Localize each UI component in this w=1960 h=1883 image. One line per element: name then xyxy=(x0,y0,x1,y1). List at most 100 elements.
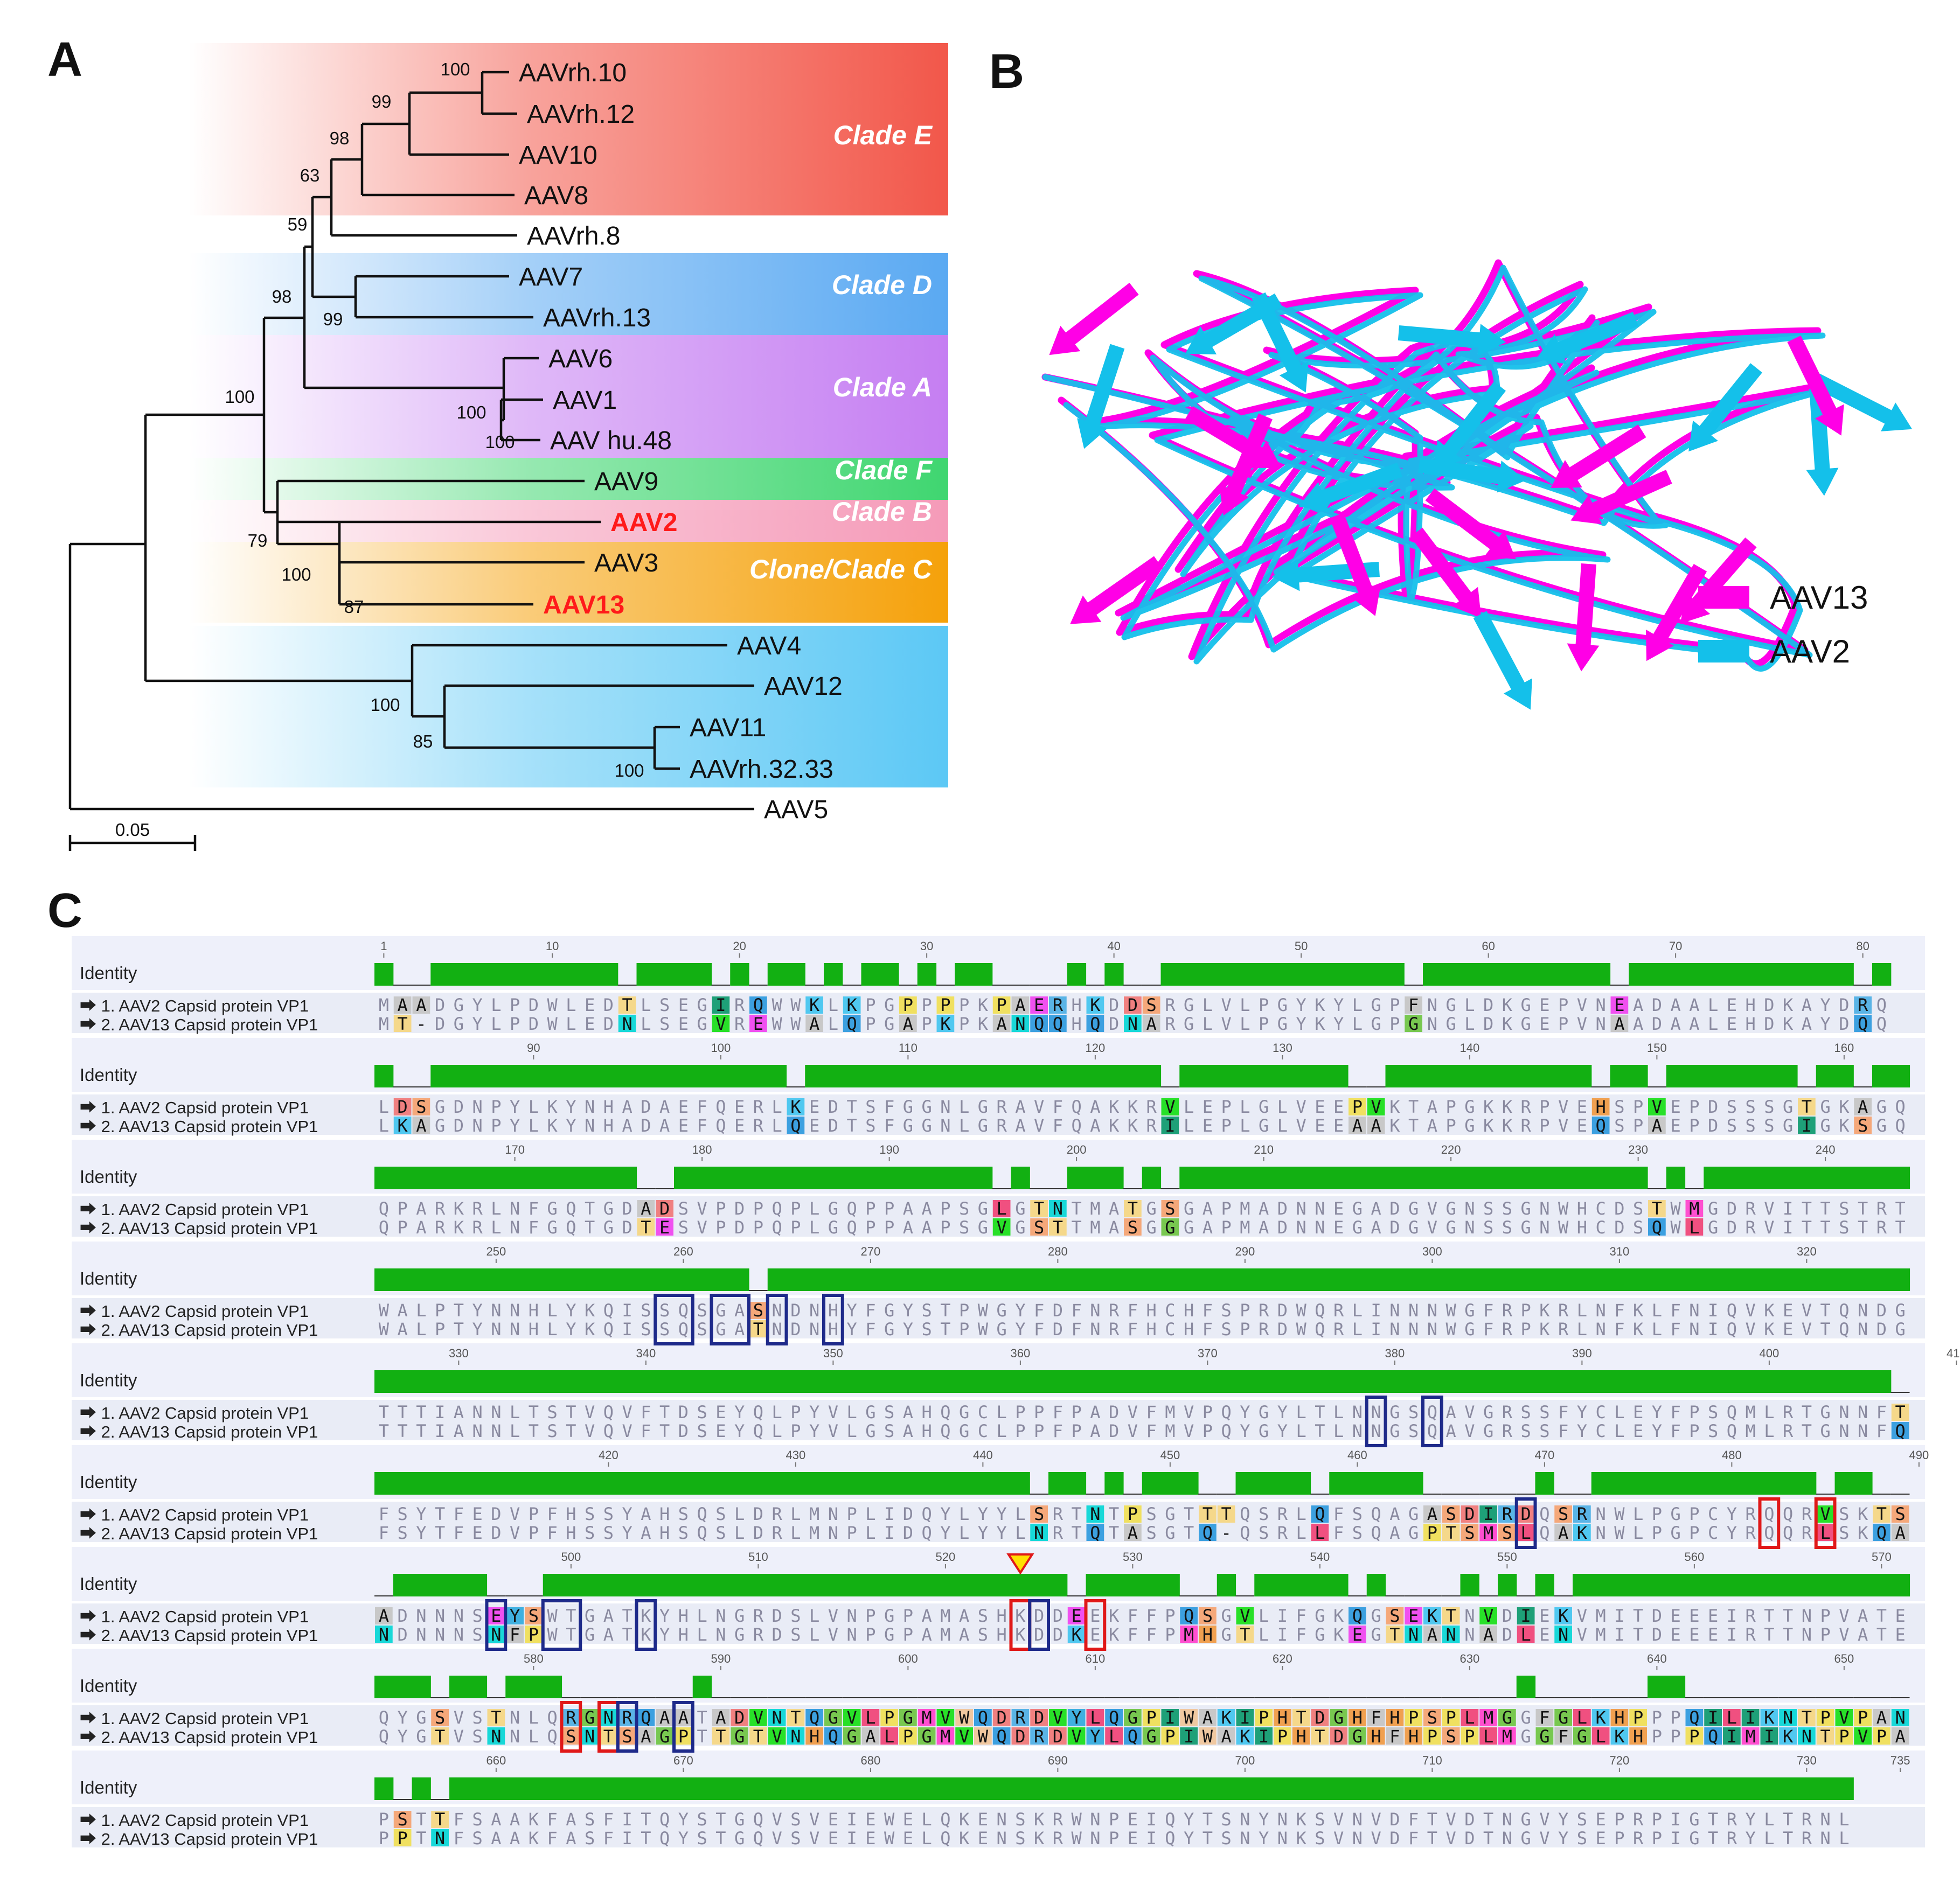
identity-bar xyxy=(1573,1065,1592,1087)
identity-bar xyxy=(524,1676,544,1698)
seq1-residue: R xyxy=(1146,1097,1157,1117)
residue-highlight xyxy=(1030,1505,1048,1523)
seq2-residue: M xyxy=(940,1726,950,1747)
position-tick: 240 xyxy=(1816,1143,1836,1156)
identity-bar xyxy=(842,1777,862,1800)
identity-bar xyxy=(1629,1472,1648,1495)
seq2-residue: M xyxy=(1745,1726,1755,1747)
position-tick: 1 xyxy=(380,939,387,953)
seq1-residue: Y xyxy=(1820,995,1830,1015)
identity-bar xyxy=(655,1472,675,1495)
seq1-residue: P xyxy=(1128,1504,1138,1524)
seq1-residue: G xyxy=(697,995,707,1015)
seq2-residue: E xyxy=(1203,1115,1213,1136)
identity-bar xyxy=(1591,1472,1611,1495)
seq2-residue: K xyxy=(1389,1115,1400,1136)
seq2-residue: L xyxy=(379,1115,389,1136)
seq2-residue: W xyxy=(1670,1217,1681,1238)
seq2-residue: R xyxy=(1165,1014,1176,1034)
seq2-residue: Y xyxy=(1015,1319,1025,1340)
seq2-residue: K xyxy=(1109,1624,1120,1645)
seq2-residue: N xyxy=(1352,1828,1363,1849)
seq1-residue: L xyxy=(529,1097,539,1117)
seq1-residue: N xyxy=(1427,995,1437,1015)
seq2-residue: M xyxy=(1745,1421,1755,1441)
taxon-label: AAV4 xyxy=(737,632,801,660)
seq1-residue: G xyxy=(996,1300,1006,1321)
seq1-residue: V xyxy=(1221,995,1231,1015)
seq2-residue: N xyxy=(585,1726,595,1747)
identity-bar xyxy=(1554,1065,1573,1087)
seq1-residue: G xyxy=(435,1097,445,1117)
identity-bar xyxy=(1591,1574,1611,1596)
residue-highlight xyxy=(1610,1727,1629,1745)
legend-swatch xyxy=(1698,586,1749,609)
seq1-residue: M xyxy=(1090,1198,1100,1219)
seq2-residue: Q xyxy=(1858,1014,1868,1034)
position-tick: 400 xyxy=(1760,1347,1780,1360)
seq2-residue: T xyxy=(566,1421,576,1441)
identity-bar xyxy=(1479,1065,1498,1087)
residue-highlight xyxy=(861,1727,880,1745)
seq1-residue: N xyxy=(1296,1198,1306,1219)
seq2-residue: W xyxy=(379,1319,390,1340)
seq1-residue: N xyxy=(996,1809,1006,1830)
seq2-residue: P xyxy=(1520,1319,1531,1340)
seq1-residue: F xyxy=(865,1300,875,1321)
seq2-residue: R xyxy=(1633,1828,1644,1849)
seq1-residue: T xyxy=(1876,1504,1887,1524)
seq2-residue: N xyxy=(1427,1014,1437,1034)
identity-bar xyxy=(674,1268,693,1291)
residue-highlight xyxy=(712,1709,730,1726)
seq2-residue: D xyxy=(1034,1624,1044,1645)
identity-bar xyxy=(1198,1065,1218,1087)
seq1-residue: Q xyxy=(697,1504,707,1524)
residue-highlight xyxy=(1798,1709,1816,1726)
seq2-residue: L xyxy=(697,1624,707,1645)
residue-highlight xyxy=(1517,1505,1535,1523)
identity-bar xyxy=(1591,1777,1611,1800)
seq2-residue: N xyxy=(622,1014,632,1034)
seq2-residue: N xyxy=(1858,1319,1868,1340)
identity-bar xyxy=(1385,963,1405,986)
seq1-residue: F xyxy=(547,1809,557,1830)
seq2-residue: T xyxy=(1184,1523,1194,1543)
seq1-residue: T xyxy=(1315,1402,1325,1422)
seq1-residue: D xyxy=(1277,1300,1288,1321)
seq1-residue: P xyxy=(1034,1402,1044,1422)
seq1-residue: N xyxy=(715,1606,726,1626)
identity-bar xyxy=(1516,1777,1536,1800)
seq1-residue: Q xyxy=(772,1198,782,1219)
seq2-residue: P xyxy=(959,1319,969,1340)
seq1-residue: P xyxy=(1165,1606,1175,1626)
seq2-residue: V xyxy=(772,1828,782,1849)
seq1-residue: S xyxy=(697,1300,707,1321)
identity-bar xyxy=(805,1777,824,1800)
seq1-residue: Q xyxy=(1727,1300,1737,1321)
residue-highlight xyxy=(1816,1505,1834,1523)
identity-bar xyxy=(1310,1370,1330,1393)
identity-bar xyxy=(1310,1065,1330,1087)
seq1-residue: N xyxy=(828,1504,838,1524)
residue-highlight xyxy=(1311,1505,1329,1523)
identity-bar xyxy=(1011,1268,1030,1291)
seq2-residue: P xyxy=(1389,1014,1400,1034)
residue-highlight xyxy=(918,1709,936,1726)
seq2-residue: M xyxy=(940,1624,950,1645)
seq1-residue: A xyxy=(1445,1402,1456,1422)
identity-bar xyxy=(711,1370,731,1393)
seq2-residue: G xyxy=(1221,1624,1231,1645)
identity-bar xyxy=(393,1574,413,1596)
seq2-residue: G xyxy=(884,1014,894,1034)
identity-bar xyxy=(1273,1370,1292,1393)
identity-bar xyxy=(1291,1472,1311,1495)
seq1-residue: T xyxy=(566,1402,576,1422)
residue-highlight xyxy=(712,996,730,1014)
seq2-residue: W xyxy=(790,1014,801,1034)
seq2-residue: Y xyxy=(1745,1828,1755,1849)
identity-bar xyxy=(1797,1167,1817,1189)
identity-bar xyxy=(1648,1268,1667,1291)
seq2-residue: Q xyxy=(921,1523,932,1543)
seq2-residue: D xyxy=(397,1624,407,1645)
